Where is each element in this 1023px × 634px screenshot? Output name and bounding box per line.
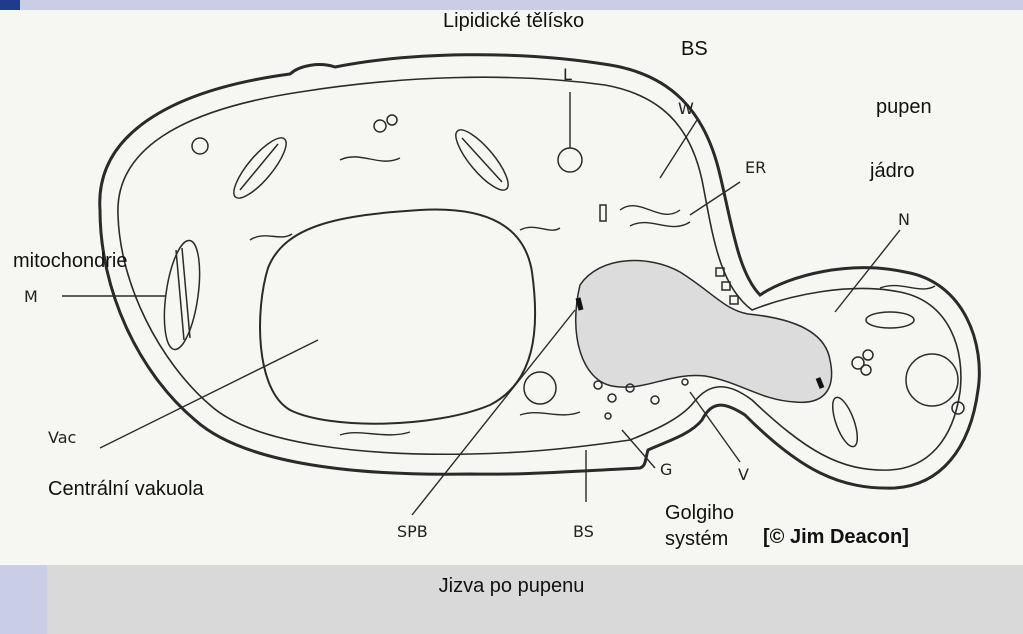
yeast-cell-diagram: L W ER N M Vac SPB BS G V Lipidické tělí… [0, 10, 1023, 565]
letter-spb: SPB [397, 522, 428, 541]
label-golgi-line2: systém [665, 528, 728, 551]
letter-l: L [563, 65, 572, 84]
letter-er: ER [745, 158, 766, 177]
label-nucleus: jádro [870, 160, 914, 183]
letter-w: W [678, 99, 694, 118]
cell-membrane-inner [118, 77, 961, 470]
letter-vac: Vac [48, 428, 76, 447]
letter-g: G [660, 460, 672, 479]
credit: [© Jim Deacon] [763, 526, 909, 549]
letter-n: N [898, 210, 910, 229]
label-bud: pupen [876, 96, 932, 119]
letter-bs-bottom: BS [573, 522, 594, 541]
nucleus [576, 261, 832, 403]
top-bar [0, 0, 1023, 10]
caption-bud-scar: Jizva po pupenu [0, 575, 1023, 598]
label-lipid-body: Lipidické tělísko [443, 10, 584, 33]
label-golgi-line1: Golgiho [665, 502, 734, 525]
label-central-vacuole: Centrální vakuola [48, 478, 204, 501]
letter-m: M [24, 287, 38, 306]
cell-wall-outer [100, 55, 980, 488]
label-mitochondria: mitochondrie [13, 250, 128, 273]
central-vacuole [260, 210, 535, 424]
label-bs-top: BS [681, 38, 708, 61]
caption-panel: Jizva po pupenu [0, 565, 1023, 634]
letter-v: V [738, 465, 749, 484]
spindle-pole-body [578, 298, 581, 310]
leader-lines [62, 92, 900, 515]
